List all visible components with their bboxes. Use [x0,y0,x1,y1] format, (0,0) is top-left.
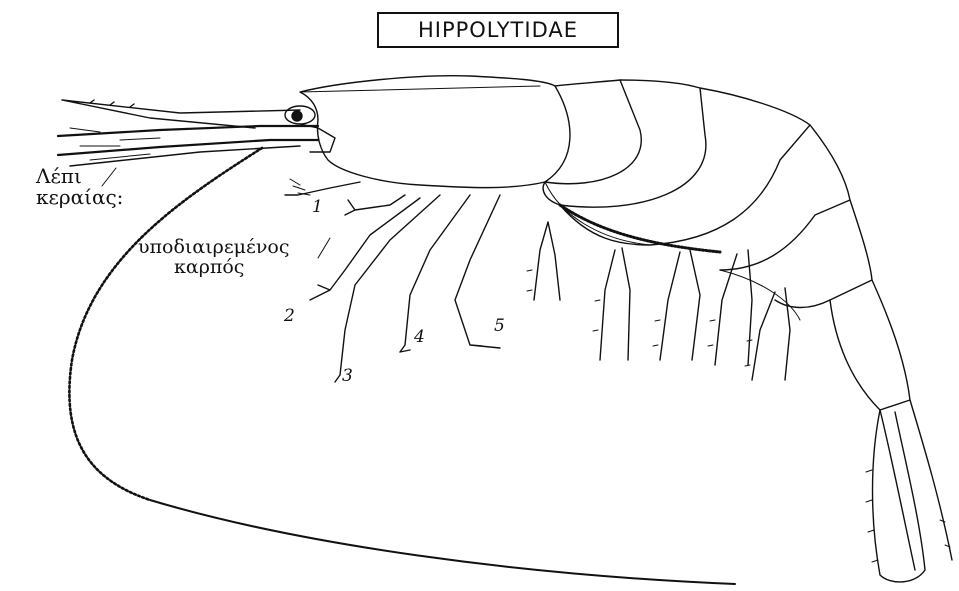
rostrum [62,100,300,128]
pleopod-hairs [527,270,752,366]
pleopod-3 [660,250,700,360]
eyestalk [300,124,335,152]
eye-pupil [292,111,302,121]
abdomen-ventral [545,182,800,320]
pereiopod-3 [335,195,440,382]
antennule-upper [58,126,318,136]
carapace [300,76,570,188]
telson [880,400,952,570]
leg-number-5: 5 [494,316,505,336]
maxilliped-3 [285,182,360,195]
uropod-hairs [866,470,950,562]
abdomen-segment-2 [543,80,706,207]
carapace-dorsal-line [300,86,540,92]
leg-number-1: 1 [312,197,323,217]
leg-number-2: 2 [284,306,295,326]
leg-number-4: 4 [414,327,425,347]
carpus-leader [318,238,330,258]
antennal-scale-label: Λέπι κεραίας: [36,166,123,208]
abdomen-segment-5 [775,200,872,308]
pleopod-5 [752,288,790,380]
pereiopod-4 [400,195,470,352]
abdomen-segment-4 [720,125,850,270]
antennal-scale [70,146,300,166]
leg-number-3: 3 [342,366,353,386]
abdomen-segment-3 [560,88,810,245]
pleopod-1 [534,222,560,300]
antenna-lower-curve [150,500,735,584]
pereiopod-1 [345,195,405,215]
abdomen-segment-6 [830,280,910,410]
subdivided-carpus-label: υποδιαιρεμένος καρπός [138,238,289,278]
pereiopod-2 [310,198,420,300]
pleopod-2 [600,248,630,360]
